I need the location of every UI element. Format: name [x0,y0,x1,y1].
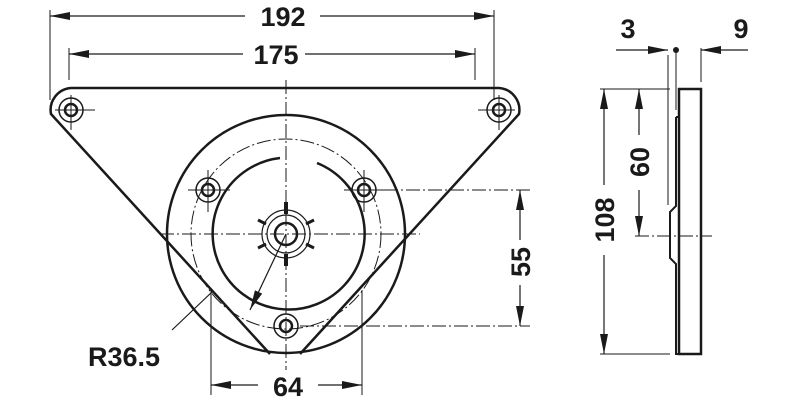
dim-overall-width: 192 [260,2,305,32]
center-hub-icon [257,202,315,266]
dim-side-offset: 3 [620,14,635,44]
hole-top-right [478,95,515,130]
plate-outline [49,86,521,355]
hole-ring-bottom [273,313,530,339]
hole-top-left [55,95,95,130]
front-view [49,10,530,395]
dim-hole-spacing: 175 [253,40,298,70]
dim-side-thickness: 9 [733,14,748,44]
dim-side-height: 108 [590,197,620,242]
hole-ring-left [188,170,230,212]
dim-radius: R36.5 [88,342,160,372]
dim-side-partial: 60 [625,147,655,177]
inner-ring [211,156,366,311]
dim-vertical-offset: 55 [506,247,536,277]
side-view [600,46,748,356]
hole-ring-right [344,170,530,212]
dim-bottom-spacing: 64 [273,372,303,400]
